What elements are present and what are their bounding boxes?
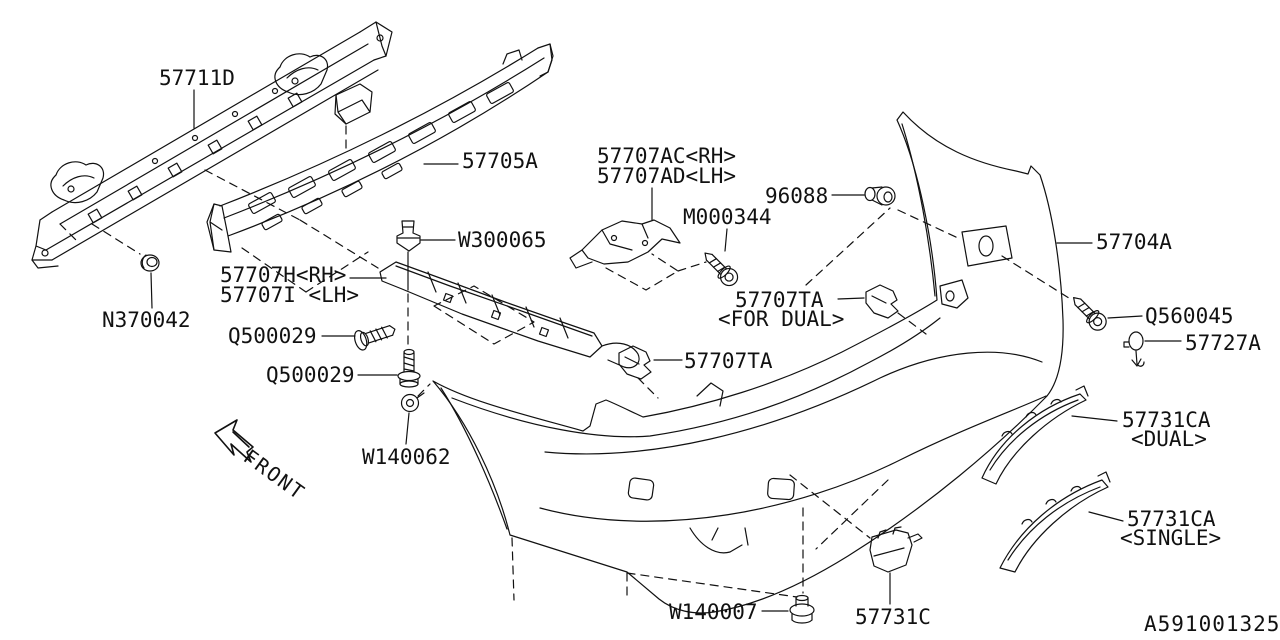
callout-96088[interactable]: 96088 (765, 184, 829, 208)
callout-57707TA-dual[interactable]: 57707TA (735, 288, 824, 312)
clip-W300065-icon (396, 220, 421, 252)
callout-57731CA-single[interactable]: 57731CA (1127, 507, 1216, 531)
bracket-57707H (379, 261, 640, 369)
callout-57705A[interactable]: 57705A (462, 149, 538, 173)
front-arrow-icon (214, 419, 254, 463)
callout-Q500029-2[interactable]: Q500029 (266, 363, 355, 387)
screw-Q560045-icon (1073, 297, 1107, 331)
screw-Q500029-icon (354, 325, 396, 351)
callout-57707I[interactable]: 57707I <LH> (220, 283, 360, 307)
callout-57731CA-single-qualifier: <SINGLE> (1120, 526, 1222, 550)
bolt-W140007-icon (789, 594, 815, 624)
clip-57707TA-icon (618, 345, 652, 380)
callout-W140062[interactable]: W140062 (362, 445, 451, 469)
callout-Q560045[interactable]: Q560045 (1145, 304, 1234, 328)
callout-M000344[interactable]: M000344 (683, 205, 772, 229)
callout-W140007[interactable]: W140007 (669, 600, 758, 624)
callout-Q500029[interactable]: Q500029 (228, 324, 317, 348)
callout-57707AD[interactable]: 57707AD<LH> (597, 164, 737, 188)
callout-57731CA-dual-qualifier: <DUAL> (1131, 427, 1207, 451)
drawing-number: A591001325 (1144, 612, 1280, 636)
cover-57731C (869, 526, 923, 573)
callout-57711D[interactable]: 57711D (159, 66, 235, 90)
clip-W140062-icon (400, 392, 425, 413)
callout-57731C[interactable]: 57731C (855, 605, 931, 629)
leader-lines (150, 89, 1182, 612)
beam-57711D (31, 21, 393, 269)
callout-57704A[interactable]: 57704A (1096, 230, 1172, 254)
screw-Q500029-2-icon (397, 348, 421, 388)
bracket-57707AC (569, 219, 681, 269)
clip-57707TA-dual-icon (865, 284, 899, 319)
clip-57727A-icon (1123, 331, 1145, 367)
strip-57731CA-single (999, 471, 1111, 573)
grommet-96088-icon (864, 186, 896, 206)
absorber-57705A (206, 43, 554, 253)
hidden-lines (59, 125, 1073, 601)
bumper-cover-57704A (432, 111, 1064, 614)
callout-57707AC[interactable]: 57707AC<RH> (597, 144, 737, 168)
callout-57707TA[interactable]: 57707TA (684, 349, 773, 373)
callout-57727A[interactable]: 57727A (1185, 331, 1261, 355)
nut-N370042-icon (140, 254, 160, 272)
callout-N370042[interactable]: N370042 (102, 308, 191, 332)
screw-M000344-icon (704, 252, 739, 287)
strip-57731CA-dual (981, 385, 1089, 485)
callout-57707TA-dual-qualifier: <FOR DUAL> (718, 307, 845, 331)
callout-57731CA-dual[interactable]: 57731CA (1122, 408, 1211, 432)
callout-57707H[interactable]: 57707H<RH> (220, 263, 347, 287)
callout-W300065[interactable]: W300065 (458, 228, 547, 252)
